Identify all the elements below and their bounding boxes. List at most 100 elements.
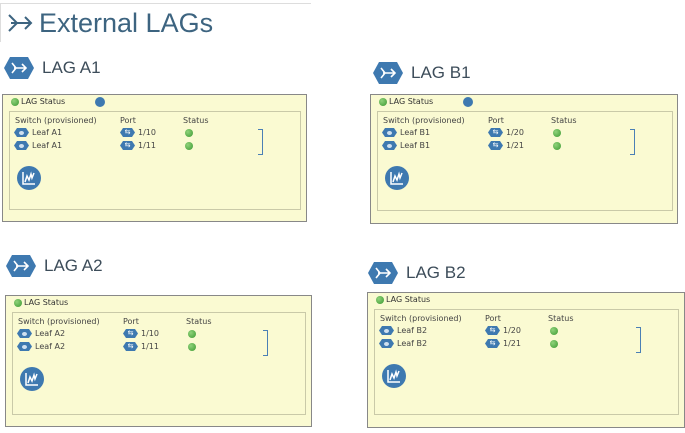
status-ok-icon — [185, 129, 193, 137]
status-ok-icon — [185, 142, 193, 150]
port-cell[interactable]: ⇆1/10 — [120, 128, 156, 137]
switch-name: Leaf B1 — [400, 141, 431, 150]
lag-icon — [6, 255, 36, 277]
port-number: 1/21 — [503, 339, 521, 348]
status-ok-icon — [11, 97, 19, 106]
status-ok-icon — [550, 327, 558, 335]
lag-status-label: LAG Status — [24, 298, 69, 307]
status-ok-icon — [379, 97, 387, 106]
switch-icon — [382, 128, 397, 137]
lag-icon — [4, 57, 34, 79]
chart-button[interactable] — [385, 166, 409, 190]
port-number: 1/10 — [138, 128, 156, 137]
lag-name[interactable]: LAG B1 — [411, 63, 471, 82]
switch-name: Leaf A1 — [32, 141, 63, 150]
switch-name: Leaf A1 — [32, 128, 63, 137]
switch-cell[interactable]: Leaf B1 — [382, 128, 430, 137]
status-ok-icon — [550, 340, 558, 348]
switch-icon — [14, 141, 29, 150]
port-number: 1/11 — [141, 342, 159, 351]
status-ok-icon — [188, 343, 196, 351]
port-number: 1/21 — [506, 141, 524, 150]
lag-bracket — [630, 129, 635, 155]
lag-name[interactable]: LAG A2 — [44, 256, 103, 275]
chart-button[interactable] — [20, 367, 44, 391]
switch-name: Leaf A2 — [35, 342, 66, 351]
port-cell[interactable]: ⇆1/21 — [488, 141, 524, 150]
switch-name: Leaf A2 — [35, 329, 66, 338]
port-number: 1/20 — [503, 326, 521, 335]
switch-cell[interactable]: Leaf B2 — [379, 339, 427, 348]
status-ok-icon — [188, 330, 196, 338]
column-header: Switch (provisioned) — [380, 314, 462, 323]
lag-name[interactable]: LAG B2 — [406, 263, 466, 282]
port-cell[interactable]: ⇆1/20 — [485, 326, 521, 335]
lag-status: LAG Status — [11, 97, 65, 106]
column-header: Switch (provisioned) — [15, 116, 97, 125]
switch-cell[interactable]: Leaf A1 — [14, 141, 62, 150]
info-icon[interactable] — [463, 97, 473, 107]
column-header: Port — [488, 116, 504, 125]
port-icon: ⇆ — [485, 326, 500, 335]
line-chart-icon — [387, 369, 400, 383]
port-number: 1/20 — [506, 128, 524, 137]
lag-name[interactable]: LAG A1 — [42, 58, 101, 77]
column-header: Port — [485, 314, 501, 323]
lag-status: LAG Status — [379, 97, 433, 106]
switch-cell[interactable]: Leaf A2 — [17, 329, 65, 338]
column-header: Switch (provisioned) — [18, 317, 100, 326]
port-cell[interactable]: ⇆1/10 — [123, 329, 159, 338]
switch-icon — [379, 339, 394, 348]
lag-status-label: LAG Status — [389, 97, 434, 106]
column-header: Status — [551, 116, 577, 125]
port-icon: ⇆ — [120, 141, 135, 150]
port-icon: ⇆ — [123, 329, 138, 338]
status-ok-icon — [553, 142, 561, 150]
switch-icon — [17, 329, 32, 338]
port-icon: ⇆ — [123, 342, 138, 351]
switch-cell[interactable]: Leaf A2 — [17, 342, 65, 351]
lag-bracket — [263, 330, 268, 356]
column-header: Port — [123, 317, 139, 326]
lag-header: LAG A1 — [4, 57, 101, 79]
switch-name: Leaf B1 — [400, 128, 431, 137]
port-cell[interactable]: ⇆1/11 — [120, 141, 156, 150]
switch-cell[interactable]: Leaf A1 — [14, 128, 62, 137]
status-ok-icon — [553, 129, 561, 137]
lag-header: LAG B1 — [373, 62, 471, 84]
switch-icon — [382, 141, 397, 150]
status-ok-icon — [14, 298, 22, 307]
lag-header: LAG A2 — [6, 255, 103, 277]
page-title: External LAGs — [39, 7, 214, 38]
chart-button[interactable] — [382, 364, 406, 388]
line-chart-icon — [25, 372, 38, 386]
port-icon: ⇆ — [488, 141, 503, 150]
switch-cell[interactable]: Leaf B1 — [382, 141, 430, 150]
lag-header: LAG B2 — [368, 262, 466, 284]
chart-button[interactable] — [17, 166, 41, 190]
port-cell[interactable]: ⇆1/20 — [488, 128, 524, 137]
lag-bracket — [258, 129, 263, 155]
port-number: 1/10 — [141, 329, 159, 338]
info-icon[interactable] — [95, 97, 105, 107]
switch-name: Leaf B2 — [397, 326, 428, 335]
port-cell[interactable]: ⇆1/11 — [123, 342, 159, 351]
switch-icon — [379, 326, 394, 335]
column-header: Status — [548, 314, 574, 323]
port-cell[interactable]: ⇆1/21 — [485, 339, 521, 348]
status-ok-icon — [376, 295, 384, 304]
column-header: Status — [183, 116, 209, 125]
switch-icon — [14, 128, 29, 137]
column-header: Status — [186, 317, 212, 326]
lag-status: LAG Status — [376, 295, 430, 304]
port-icon: ⇆ — [120, 128, 135, 137]
switch-cell[interactable]: Leaf B2 — [379, 326, 427, 335]
